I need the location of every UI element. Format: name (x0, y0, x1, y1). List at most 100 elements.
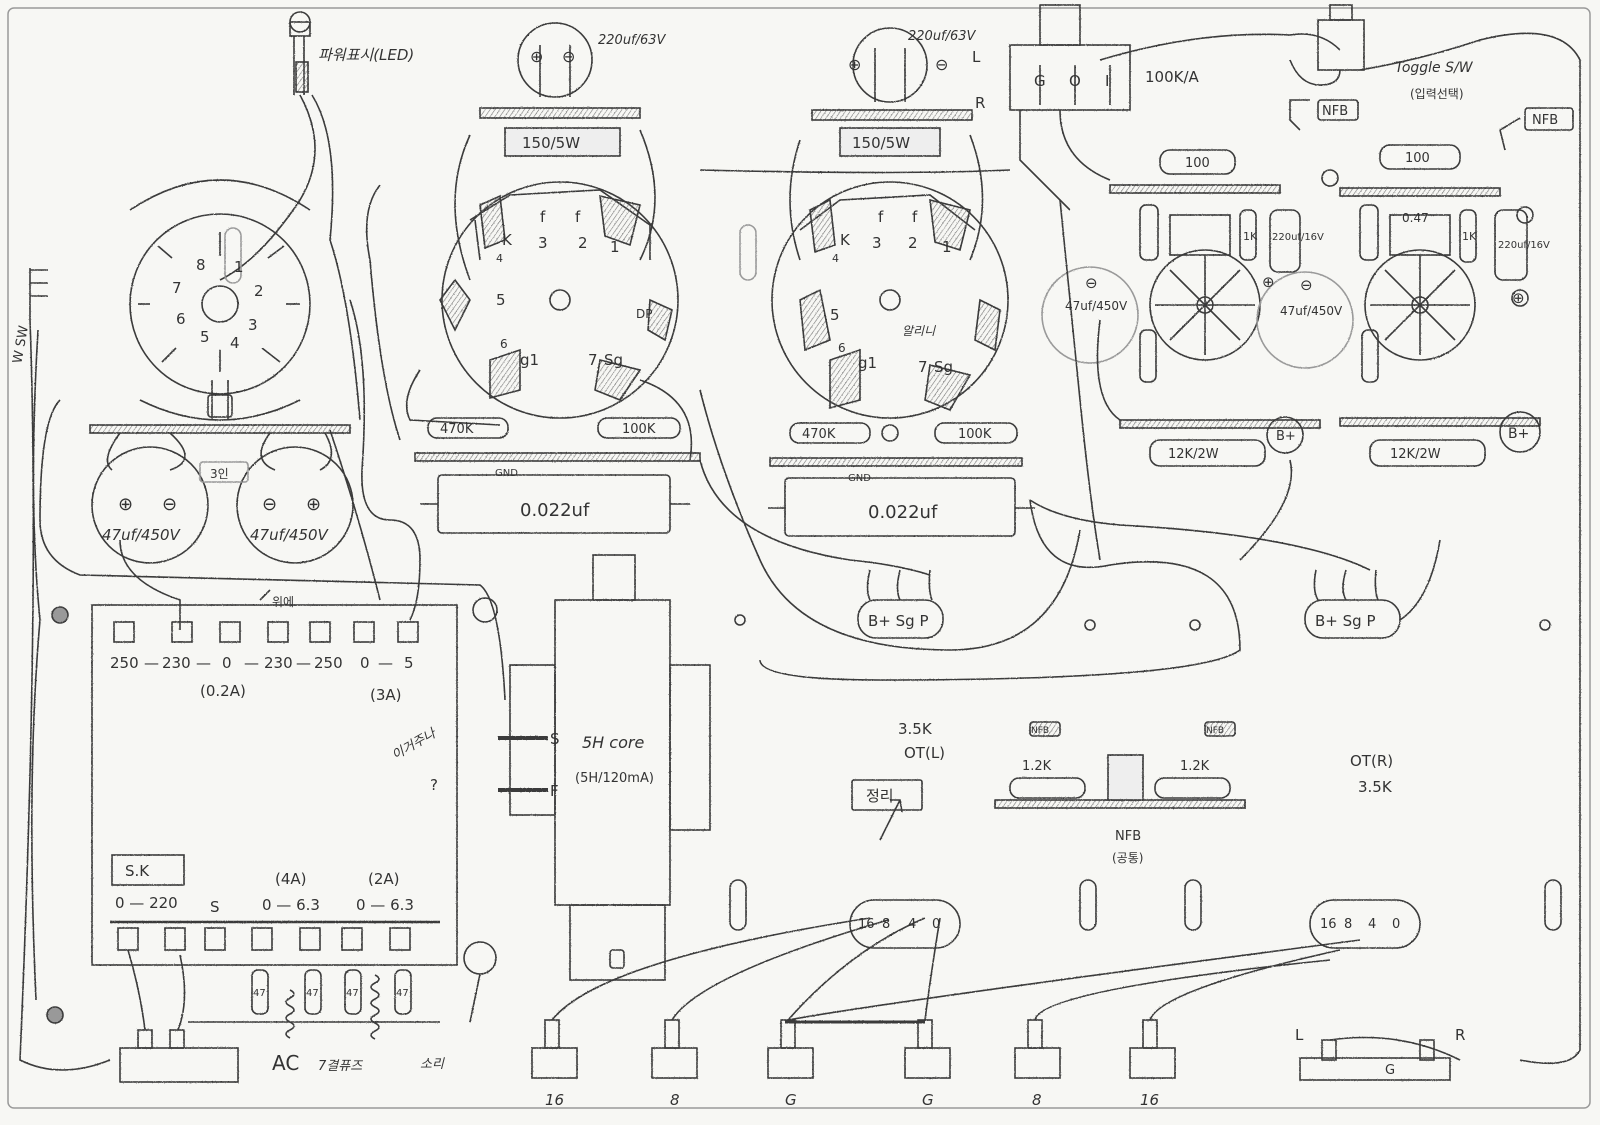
ot-right-tap-0: 0 (1392, 917, 1400, 932)
psu-cap-right-label: 47uf/450V (250, 526, 330, 544)
pt-s-label: S (210, 898, 220, 916)
right-bplus-terminals (1304, 569, 1401, 639)
pt-heater-res-4: 47 (396, 988, 409, 999)
pt-sk-label: S.K (125, 862, 150, 880)
left-cap-label: 220uf/63V (598, 33, 667, 48)
volume-pin-g: G (1034, 72, 1046, 90)
left-driver-cap-big-neg: ⊖ (1085, 274, 1098, 292)
psu-cap-right-pos: ⊕ (306, 494, 321, 515)
psu-pin-7: 7 (172, 279, 182, 297)
input-jack-r: R (1455, 1026, 1465, 1044)
right-pin-sg: Sg (934, 358, 953, 376)
toggle-sub: (입력선택) (1410, 87, 1464, 101)
pt-tap-250a: 250 (110, 654, 139, 672)
ot-left-tap-0: 0 (932, 917, 940, 932)
toggle-switch (1289, 4, 1581, 1065)
right-driver-res-top: 100 (1405, 151, 1430, 166)
ot-left-terminals (849, 899, 961, 949)
ot-left-tap-16: 16 (858, 917, 875, 932)
right-pin-note: 알리니 (902, 324, 936, 338)
ot-left-tap-8: 8 (882, 917, 890, 932)
left-terminals: B+ Sg P (868, 612, 928, 630)
ot-left-tap-4: 4 (908, 917, 916, 932)
psu-pin-2: 2 (254, 282, 264, 300)
toggle-label: Toggle S/W (1395, 60, 1474, 76)
right-output-tube (768, 27, 1035, 537)
right-driver-1k: 1K (1462, 230, 1477, 243)
right-driver-bplus: B+ (1508, 426, 1529, 442)
pt-sep-2: — (196, 654, 211, 672)
power-switch (19, 268, 111, 1071)
right-ground: GND (848, 473, 871, 484)
left-pin-5: 5 (496, 291, 506, 309)
right-pin-5: 5 (830, 306, 840, 324)
right-coupling-cap: 0.022uf (868, 502, 938, 523)
pt-hv-rating: (0.2A) (200, 682, 246, 700)
right-cap-pos: ⊕ (848, 55, 861, 74)
right-pin-6: 6 (838, 341, 846, 355)
left-pin-4: 4 (496, 252, 503, 265)
left-pin-k: K (502, 231, 513, 249)
ot-left-impedance: 3.5K (898, 720, 933, 738)
pt-heater-res-2: 47 (306, 988, 319, 999)
nfb-label: NFB (1115, 829, 1141, 844)
nfb-res-right: 1.2K (1180, 759, 1210, 774)
left-coupling-cap: 0.022uf (520, 500, 590, 521)
pt-heater-res-3: 47 (346, 988, 359, 999)
pt-heater1: 0 — 6.3 (262, 896, 320, 914)
ot-right-tap-4: 4 (1368, 917, 1376, 932)
power-switch-label: W SW (10, 324, 31, 364)
led-label: 파워표시(LED) (318, 46, 414, 64)
psu-pin-1: 1 (234, 258, 244, 276)
psu-cap-right-neg: ⊖ (262, 494, 277, 515)
speaker-post-16-left: 16 (545, 1091, 564, 1109)
left-driver-cap: 220uf/16V (1272, 232, 1324, 243)
left-driver-1k: 1K (1243, 230, 1258, 243)
pt-side-mark: ? (430, 776, 438, 794)
right-cathode-res: 150/5W (852, 134, 910, 152)
pt-rect-5: 5 (404, 654, 414, 672)
ot-right-label: OT(R) (1350, 752, 1393, 770)
nfb-tag-right: NFB (1206, 726, 1224, 736)
right-pin-4: 4 (832, 252, 839, 265)
right-driver-ear-note: 0.47 (1402, 211, 1429, 225)
right-driver-stage (1339, 107, 1574, 467)
left-grid-res: 470K (440, 422, 474, 437)
ot-left-box-label: 정리 (866, 787, 894, 805)
speaker-post-16-right: 16 (1140, 1091, 1159, 1109)
left-cap-neg: ⊖ (562, 47, 575, 66)
left-driver-stage (1041, 99, 1359, 467)
pt-tap-250b: 250 (314, 654, 343, 672)
right-pin-1: 1 (942, 238, 952, 256)
volume-pin-o: O (1069, 72, 1081, 90)
right-pin-7: 7 (918, 358, 928, 376)
right-cap-neg: ⊖ (935, 55, 948, 74)
rectifier-terminal-strip (89, 424, 351, 471)
left-cathode-res: 150/5W (522, 134, 580, 152)
input-jacks (1299, 1036, 1461, 1081)
left-driver-res-load: 12K/2W (1168, 447, 1219, 462)
nfb-board (994, 721, 1246, 809)
pt-tap-230a: 230 (162, 654, 191, 672)
ot-right-tap-16: 16 (1320, 917, 1337, 932)
chassis-outline (7, 7, 1591, 1109)
speaker-post-g-left: G (785, 1091, 797, 1109)
nfb-tag-left: NFB (1031, 726, 1049, 736)
pt-heater1-rating: (4A) (275, 870, 307, 888)
right-terminals: B+ Sg P (1315, 612, 1375, 630)
left-driver-bplus: B+ (1276, 429, 1296, 444)
input-jack-l: L (1295, 1026, 1304, 1044)
right-driver-nfb: NFB (1532, 113, 1558, 128)
ot-right-impedance: 3.5K (1358, 778, 1393, 796)
left-pin-2: 2 (578, 234, 588, 252)
sk-box (111, 854, 185, 886)
left-output-tube (405, 22, 701, 534)
speaker-terminal-row (531, 917, 1361, 1079)
pt-side-note: 이거주나 (390, 726, 441, 764)
ac-ground-note: 소리 (420, 1057, 445, 1072)
left-driver-nfb: NFB (1322, 104, 1348, 119)
choke-f-pin: F (550, 782, 559, 800)
right-driver-cap-big-neg: ⊖ (1300, 276, 1313, 294)
pt-note-arrow: 위에 (272, 595, 294, 609)
